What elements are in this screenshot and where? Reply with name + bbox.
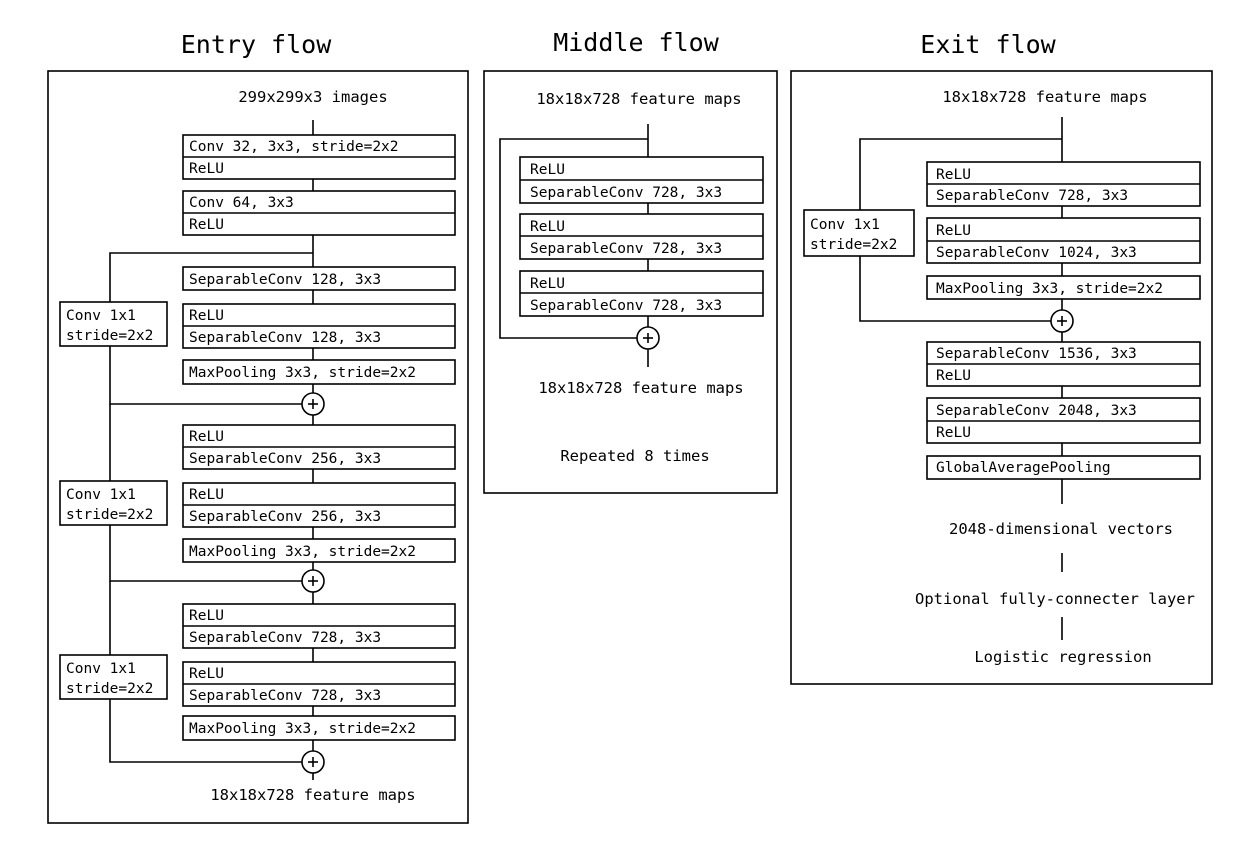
- plus-circle-icon: [301, 569, 325, 593]
- block-line: ReLU: [936, 167, 971, 183]
- block-line: SeparableConv 1536, 3x3: [936, 346, 1137, 362]
- entry-block-sepconv256-a: ReLU SeparableConv 256, 3x3: [182, 424, 456, 470]
- entry-block-sepconv128-a: SeparableConv 128, 3x3: [182, 266, 456, 291]
- entry-shortcut-conv-1: Conv 1x1 stride=2x2: [59, 301, 168, 347]
- block-line: ReLU: [530, 162, 565, 178]
- block-line: GlobalAveragePooling: [936, 460, 1111, 476]
- entry-shortcut-conv-3: Conv 1x1 stride=2x2: [59, 654, 168, 700]
- block-line: Conv 1x1: [810, 217, 880, 233]
- exit-block-sepconv728: ReLU SeparableConv 728, 3x3: [926, 161, 1201, 207]
- exit-vectors-label: 2048-dimensional vectors: [949, 520, 1173, 538]
- block-line: SeparableConv 728, 3x3: [530, 241, 722, 257]
- block-line: ReLU: [936, 425, 971, 441]
- block-line: stride=2x2: [810, 237, 897, 253]
- block-line: ReLU: [189, 429, 224, 445]
- plus-circle-icon: [1050, 309, 1074, 333]
- block-line: ReLU: [189, 487, 224, 503]
- middle-output-label: 18x18x728 feature maps: [538, 379, 743, 397]
- entry-output-label: 18x18x728 feature maps: [210, 786, 415, 804]
- block-line: SeparableConv 728, 3x3: [189, 688, 381, 704]
- exit-block-sepconv2048: SeparableConv 2048, 3x3 ReLU: [926, 397, 1201, 444]
- block-line: Conv 64, 3x3: [189, 195, 294, 211]
- block-line: SeparableConv 1024, 3x3: [936, 245, 1137, 261]
- middle-flow-wires: [499, 124, 649, 367]
- entry-block-sepconv128-b: ReLU SeparableConv 128, 3x3: [182, 303, 456, 349]
- block-line: stride=2x2: [66, 328, 153, 344]
- block-line: MaxPooling 3x3, stride=2x2: [189, 721, 416, 737]
- exit-fc-label: Optional fully-connecter layer: [915, 590, 1195, 608]
- exit-block-sepconv1536: SeparableConv 1536, 3x3 ReLU: [926, 341, 1201, 387]
- block-line: ReLU: [189, 161, 224, 177]
- entry-block-maxpool-3: MaxPooling 3x3, stride=2x2: [182, 715, 456, 741]
- entry-flow-wires: [109, 120, 314, 780]
- entry-flow-title: Entry flow: [181, 30, 332, 59]
- entry-block-conv64: Conv 64, 3x3 ReLU: [182, 190, 456, 236]
- block-line: Conv 32, 3x3, stride=2x2: [189, 139, 399, 155]
- block-line: ReLU: [189, 217, 224, 233]
- entry-block-sepconv728-b: ReLU SeparableConv 728, 3x3: [182, 661, 456, 707]
- entry-block-maxpool-1: MaxPooling 3x3, stride=2x2: [182, 359, 456, 385]
- block-line: SeparableConv 2048, 3x3: [936, 403, 1137, 419]
- block-line: SeparableConv 128, 3x3: [189, 330, 381, 346]
- block-line: Conv 1x1: [66, 308, 136, 324]
- block-line: stride=2x2: [66, 507, 153, 523]
- middle-flow-title: Middle flow: [553, 28, 720, 57]
- plus-circle-icon: [301, 750, 325, 774]
- block-line: SeparableConv 256, 3x3: [189, 451, 381, 467]
- entry-block-sepconv728-a: ReLU SeparableConv 728, 3x3: [182, 603, 456, 649]
- block-line: ReLU: [530, 276, 565, 292]
- block-line: stride=2x2: [66, 681, 153, 697]
- block-line: ReLU: [936, 223, 971, 239]
- middle-block-sepconv728-a: ReLU SeparableConv 728, 3x3: [519, 156, 764, 204]
- block-line: SeparableConv 128, 3x3: [189, 272, 381, 288]
- entry-block-maxpool-2: MaxPooling 3x3, stride=2x2: [182, 538, 456, 563]
- block-line: SeparableConv 728, 3x3: [936, 188, 1128, 204]
- exit-input-label: 18x18x728 feature maps: [942, 88, 1147, 106]
- block-line: ReLU: [936, 368, 971, 384]
- plus-circle-icon: [636, 326, 660, 350]
- block-line: SeparableConv 256, 3x3: [189, 509, 381, 525]
- exit-flow-title: Exit flow: [920, 30, 1056, 59]
- exit-logistic-label: Logistic regression: [974, 648, 1151, 666]
- middle-block-sepconv728-c: ReLU SeparableConv 728, 3x3: [519, 270, 764, 317]
- block-line: ReLU: [189, 308, 224, 324]
- block-line: ReLU: [189, 666, 224, 682]
- block-line: MaxPooling 3x3, stride=2x2: [189, 544, 416, 560]
- middle-input-label: 18x18x728 feature maps: [536, 90, 741, 108]
- entry-block-sepconv256-b: ReLU SeparableConv 256, 3x3: [182, 482, 456, 528]
- exit-flow-wires: [859, 117, 1063, 640]
- entry-block-conv32: Conv 32, 3x3, stride=2x2 ReLU: [182, 134, 456, 180]
- block-line: Conv 1x1: [66, 487, 136, 503]
- block-line: SeparableConv 728, 3x3: [189, 630, 381, 646]
- exit-block-global-avg-pool: GlobalAveragePooling: [926, 455, 1201, 480]
- plus-circle-icon: [301, 392, 325, 416]
- block-line: ReLU: [189, 608, 224, 624]
- entry-input-label: 299x299x3 images: [238, 88, 387, 106]
- entry-shortcut-conv-2: Conv 1x1 stride=2x2: [59, 480, 168, 526]
- middle-block-sepconv728-b: ReLU SeparableConv 728, 3x3: [519, 213, 764, 260]
- exit-shortcut-conv: Conv 1x1 stride=2x2: [803, 209, 915, 257]
- block-line: Conv 1x1: [66, 661, 136, 677]
- block-line: SeparableConv 728, 3x3: [530, 298, 722, 314]
- block-line: SeparableConv 728, 3x3: [530, 185, 722, 201]
- block-line: MaxPooling 3x3, stride=2x2: [189, 365, 416, 381]
- block-line: MaxPooling 3x3, stride=2x2: [936, 281, 1163, 297]
- exit-block-maxpool: MaxPooling 3x3, stride=2x2: [926, 275, 1201, 300]
- middle-repeat-note: Repeated 8 times: [560, 447, 709, 465]
- block-line: ReLU: [530, 219, 565, 235]
- exit-block-sepconv1024: ReLU SeparableConv 1024, 3x3: [926, 217, 1201, 264]
